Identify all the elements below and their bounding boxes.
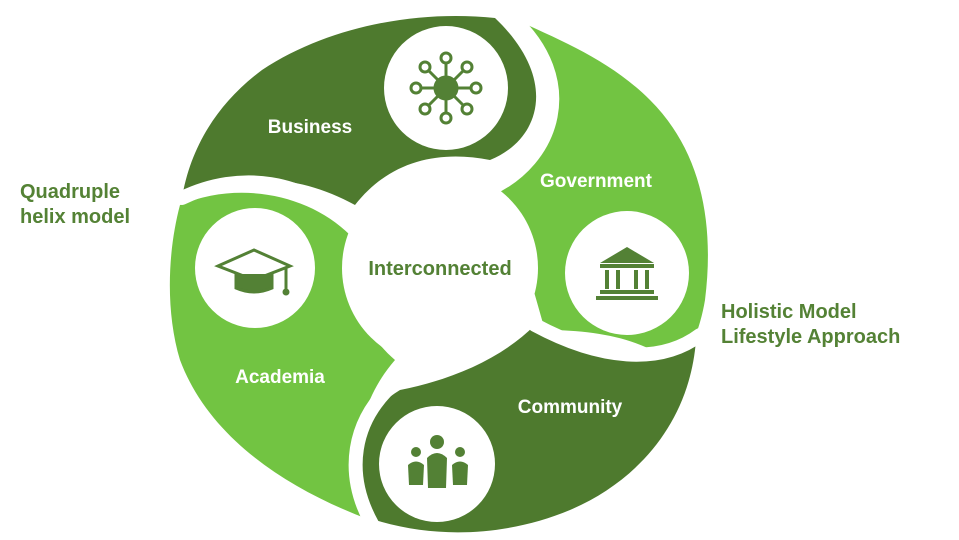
left-note-line-1: Quadruple bbox=[20, 181, 121, 203]
network-hub-icon bbox=[409, 51, 483, 125]
academia-label: Academia bbox=[235, 367, 325, 388]
government-label: Government bbox=[540, 171, 653, 192]
center-circle bbox=[342, 170, 538, 366]
right-side-note: Holistic Model Lifestyle Approach bbox=[721, 300, 900, 350]
left-note-line-2: helix model bbox=[20, 206, 131, 228]
graduation-cap-icon bbox=[214, 248, 294, 296]
academia-icon-badge bbox=[195, 208, 315, 328]
separators bbox=[175, 11, 707, 531]
people-group-icon bbox=[408, 435, 468, 488]
government-building-icon bbox=[596, 247, 658, 300]
community-icon-badge bbox=[379, 406, 495, 522]
business-icon-badge bbox=[384, 26, 508, 150]
center-label: Interconnected bbox=[368, 258, 511, 280]
community-label: Community bbox=[518, 397, 623, 418]
government-icon-badge bbox=[565, 211, 689, 335]
right-note-line-1: Holistic Model bbox=[721, 301, 857, 323]
business-label: Business bbox=[268, 117, 352, 138]
right-note-line-2: Lifestyle Approach bbox=[721, 326, 901, 348]
left-side-note: Quadruple helix model bbox=[20, 180, 130, 230]
